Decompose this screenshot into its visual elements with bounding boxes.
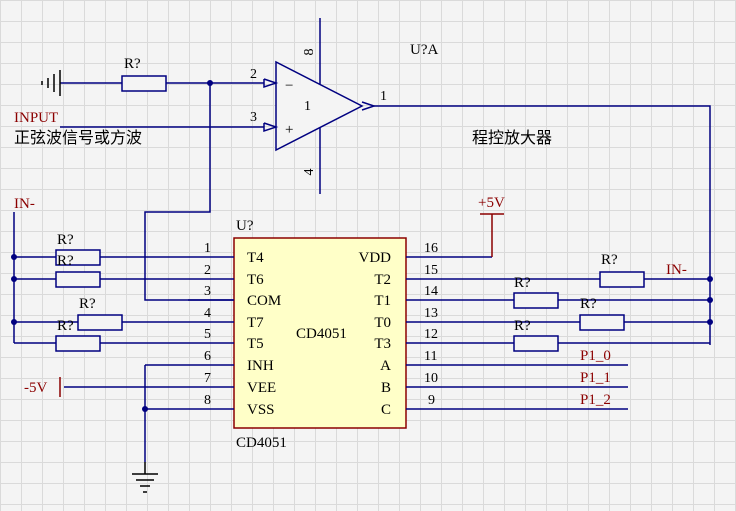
input-resistor-label: R? (124, 56, 141, 72)
input-ground-icon (41, 70, 61, 96)
opamp-caption: 程控放大器 (472, 128, 552, 147)
mux-pin-t3: T3 (374, 336, 391, 352)
left-resistor-2[interactable] (55, 271, 101, 288)
mux-pin-t5: T5 (247, 336, 264, 352)
right-resistor-1-label: R? (601, 252, 618, 268)
wire-com-feedback (144, 83, 234, 301)
left-resistor-4[interactable] (55, 335, 101, 352)
net-p1-0: P1_0 (580, 348, 611, 364)
junction-pin2 (207, 80, 213, 86)
mux-pin-8-num: 8 (204, 393, 211, 408)
net-p1-1: P1_1 (580, 370, 611, 386)
mux-pin-t6: T6 (247, 272, 264, 288)
right-resistor-2-label: R? (514, 275, 531, 291)
opamp-minus-symbol: − (285, 78, 293, 94)
mux-pin-12-num: 12 (424, 327, 438, 342)
mux-pin-16-num: 16 (424, 241, 438, 256)
input-label: INPUT (14, 110, 58, 126)
mux-pin-14-num: 14 (424, 284, 438, 299)
junction-right-1 (707, 276, 713, 282)
mux-pin-15-num: 15 (424, 263, 438, 278)
junction-left-2 (11, 276, 17, 282)
opamp-pin-8: 8 (302, 49, 317, 56)
mux-pin-7-num: 7 (204, 371, 211, 386)
mux-body[interactable] (233, 237, 407, 429)
mux-pin-b: B (381, 380, 391, 396)
opamp-pin-2: 2 (250, 67, 257, 82)
junction-right-3 (707, 319, 713, 325)
mux-pin-com: COM (247, 293, 281, 309)
opamp-pin-1: 1 (380, 89, 387, 104)
mux-pin-t2: T2 (374, 272, 391, 288)
net-p1-2: P1_2 (580, 392, 611, 408)
opamp-unit-label: 1 (304, 99, 311, 114)
mux-pin-13-num: 13 (424, 306, 438, 321)
junction-right-2 (707, 297, 713, 303)
right-resistor-4-label: R? (514, 318, 531, 334)
mux-left-pins (64, 256, 234, 410)
right-resistor-3-label: R? (580, 296, 597, 312)
mux-right-pins (406, 256, 710, 410)
left-resistor-2-label: R? (57, 253, 74, 269)
opamp-body[interactable] (275, 60, 364, 152)
left-resistor-4-label: R? (57, 318, 74, 334)
mux-pin-t4: T4 (247, 250, 264, 266)
mux-pin-9-num: 9 (428, 393, 435, 408)
mux-pin-t0: T0 (374, 315, 391, 331)
mux-pin-10-num: 10 (424, 371, 438, 386)
left-resistor-3[interactable] (77, 314, 123, 331)
right-resistor-1[interactable] (599, 271, 645, 288)
pin2-arrow (263, 78, 279, 89)
right-resistor-4[interactable] (513, 335, 559, 352)
output-arrow (361, 101, 377, 111)
mux-pin-1-num: 1 (204, 241, 211, 256)
left-resistor-1-label: R? (57, 232, 74, 248)
mux-pin-t1: T1 (374, 293, 391, 309)
opamp-ref: U?A (410, 42, 438, 58)
right-resistor-2[interactable] (513, 292, 559, 309)
opamp[interactable]: − + 1 8 4 U?A 程控放大器 (275, 18, 552, 194)
mux-pin-vss: VSS (247, 402, 275, 418)
mux-pin-vdd: VDD (359, 250, 392, 266)
mux-pin-6-num: 6 (204, 349, 211, 364)
mux-pin-4-num: 4 (204, 306, 211, 321)
mux-ground-icon (132, 462, 158, 493)
opamp-pin-4: 4 (302, 169, 317, 176)
junction-vss (142, 406, 148, 412)
pin3-arrow (263, 122, 279, 133)
mux-pin-3-num: 3 (204, 284, 211, 299)
mux-pin-vee: VEE (247, 380, 276, 396)
mux-pin-c: C (381, 402, 391, 418)
in-minus-left-label: IN- (14, 196, 35, 212)
mux-pin-5-num: 5 (204, 327, 211, 342)
wire-output (374, 105, 711, 345)
input-description: 正弦波信号或方波 (14, 128, 142, 147)
mux-pin-a: A (380, 358, 391, 374)
junction-left-1 (11, 254, 17, 260)
mux-pin-t7: T7 (247, 315, 264, 331)
mux-pin-inh: INH (247, 358, 274, 374)
opamp-pin-3: 3 (250, 110, 257, 125)
junction-left-3 (11, 319, 17, 325)
right-resistor-3[interactable] (579, 314, 625, 331)
opamp-plus-symbol: + (285, 122, 293, 138)
input-resistor[interactable] (121, 75, 167, 92)
mux-pin-2-num: 2 (204, 263, 211, 278)
mux-footer: CD4051 (236, 435, 287, 451)
mux-pin-11-num: 11 (424, 349, 437, 364)
mux-name: CD4051 (296, 326, 347, 342)
mux-ref: U? (236, 218, 254, 234)
vdd-label: +5V (478, 195, 505, 211)
left-resistor-3-label: R? (79, 296, 96, 312)
vee-label: -5V (24, 380, 47, 396)
in-minus-right-label: IN- (666, 262, 687, 278)
